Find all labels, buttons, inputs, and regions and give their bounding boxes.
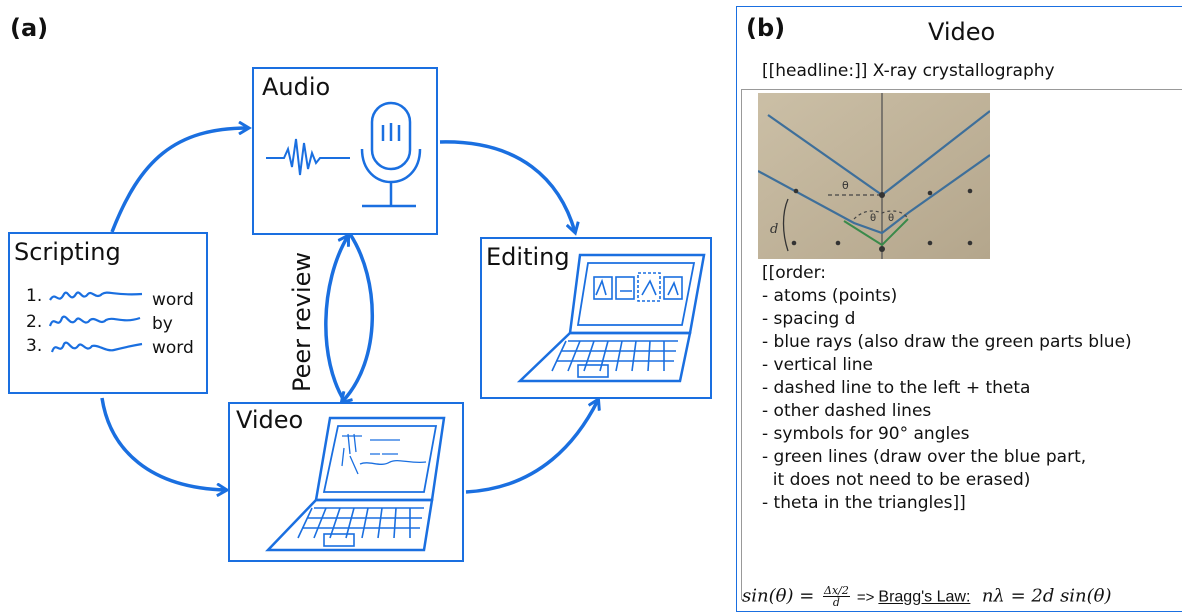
panel-a-label: (a)	[10, 14, 49, 42]
audio-illustration	[266, 101, 422, 208]
order-line: - symbols for 90° angles	[762, 424, 970, 444]
scribble-1	[49, 291, 143, 301]
formula-fraction-numerator: Δx/2	[823, 584, 850, 597]
arrow-video-to-editing	[465, 400, 598, 494]
script-item-3-number: 3.	[26, 336, 43, 356]
order-line: - vertical line	[762, 355, 874, 375]
panel-b-frame	[736, 6, 1182, 612]
script-item-1-word: word	[152, 290, 194, 310]
order-line: - dashed line to the left + theta	[762, 378, 1031, 398]
formula-right: nλ = 2d sin(θ)	[981, 585, 1112, 607]
svg-text:θ: θ	[842, 179, 849, 192]
scribble-2	[48, 315, 141, 327]
order-line: - spacing d	[762, 309, 856, 329]
order-line: - atoms (points)	[762, 286, 898, 306]
order-list: [[order: - atoms (points) - spacing d - blu…	[762, 262, 1132, 515]
audio-title: Audio	[262, 73, 331, 101]
script-item-3-word: word	[152, 338, 194, 358]
formula-arrow: =>	[856, 588, 875, 606]
braggs-law-label: Bragg's Law:	[878, 588, 971, 606]
panel-b-title: Video	[928, 18, 996, 46]
formula-fraction-denominator: d	[832, 596, 840, 609]
arrow-peer-review-left	[324, 236, 348, 403]
order-line: [[order:	[762, 263, 827, 283]
order-line: it does not need to be erased)	[762, 470, 1031, 490]
script-item-1-number: 1.	[26, 286, 43, 306]
arrow-scripting-to-video	[100, 397, 226, 490]
order-line: - other dashed lines	[762, 401, 932, 421]
scripting-box: Scripting 1. 2. 3. word by word	[8, 232, 208, 394]
crystallography-sketch-photo: θ θ θ d	[758, 93, 990, 259]
formula-left: sin(θ) =	[742, 585, 820, 607]
peer-review-label: Peer review	[288, 251, 316, 392]
arrow-peer-review-right	[342, 233, 374, 402]
order-line: - blue rays (also draw the green parts b…	[762, 332, 1132, 352]
order-line: - theta in the triangles]]	[762, 493, 966, 513]
microphone-icon	[360, 101, 422, 208]
scripting-title: Scripting	[14, 238, 121, 266]
editing-title: Editing	[486, 243, 570, 271]
svg-text:d: d	[770, 222, 778, 237]
scribble-lines	[48, 291, 143, 353]
svg-text:θ: θ	[870, 213, 876, 224]
order-line: - green lines (draw over the blue part,	[762, 447, 1087, 467]
headline-text: [[headline:]] X-ray crystallography	[762, 61, 1055, 81]
script-item-2-number: 2.	[26, 312, 43, 332]
arrow-audio-to-editing	[439, 140, 575, 232]
audio-box: Audio	[252, 67, 438, 235]
video-box: Video	[228, 402, 464, 562]
video-title: Video	[236, 406, 304, 434]
script-item-2-word: by	[152, 314, 173, 334]
waveform-icon	[266, 138, 350, 176]
editing-box: Editing	[480, 237, 712, 399]
arrow-scripting-to-audio	[110, 128, 248, 233]
panel-b-label: (b)	[746, 14, 786, 42]
scribble-3	[50, 341, 143, 353]
laptop-video-icon	[265, 416, 446, 552]
workflow-arrows	[100, 0, 736, 616]
panel-b-content-frame	[741, 89, 1182, 600]
laptop-editing-icon	[516, 253, 706, 383]
svg-text:θ: θ	[888, 213, 894, 224]
